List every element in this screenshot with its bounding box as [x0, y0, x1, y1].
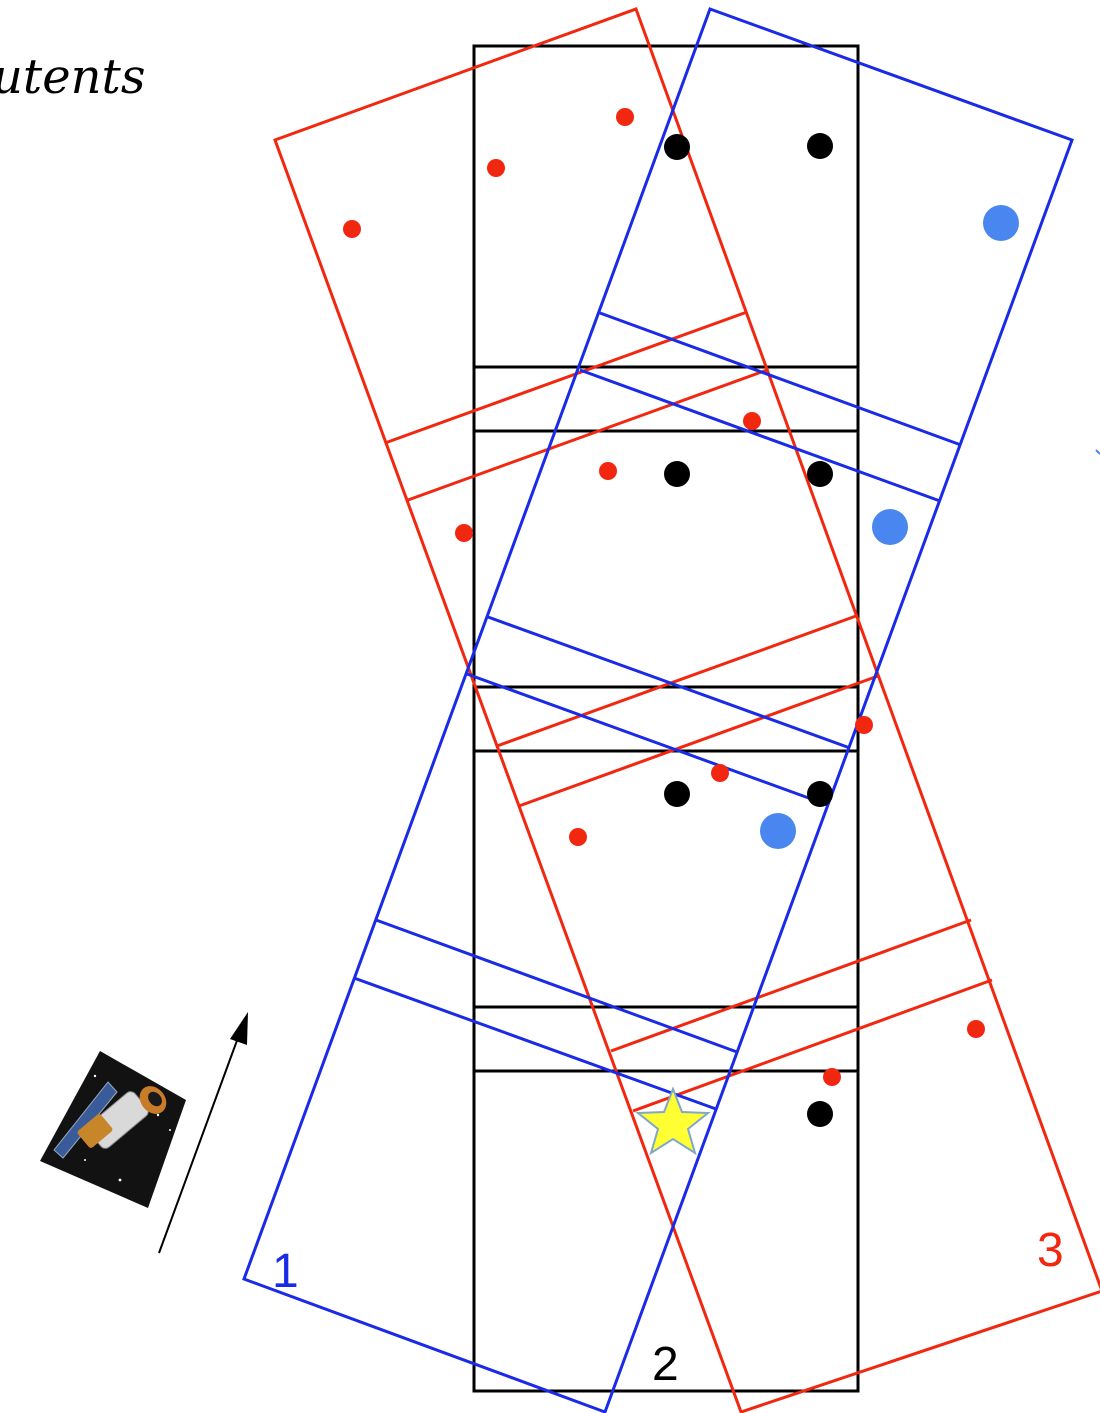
red-star-dot — [823, 1068, 841, 1086]
red-gap-line — [518, 674, 879, 808]
red-star-dot — [967, 1020, 985, 1038]
space-telescope-icon — [40, 1051, 186, 1208]
blue-gap-line — [375, 918, 738, 1054]
field-position-1 — [242, 7, 1074, 1413]
red-star-dot — [569, 828, 587, 846]
black-star-dot — [807, 781, 833, 807]
red-star-dot — [487, 159, 505, 177]
field-position-2 — [472, 44, 860, 1393]
arrow-up-icon — [158, 1012, 248, 1254]
black-star-dot — [807, 461, 833, 487]
red-star-dot — [855, 716, 873, 734]
red-gap-line — [384, 310, 748, 445]
target-star-icon — [635, 1086, 711, 1156]
title-fragment: utents — [0, 49, 145, 105]
black-star-dot — [664, 461, 690, 487]
field-position-3 — [273, 7, 1100, 1413]
red-gap-line — [632, 978, 993, 1113]
black-star-dot — [807, 133, 833, 159]
red-stars — [343, 108, 985, 1086]
red-star-dot — [599, 462, 617, 480]
blue-gap-line — [599, 311, 962, 447]
blue-star-dot — [760, 813, 796, 849]
red-strip-outline — [273, 7, 1100, 1413]
blue-stars — [760, 205, 1019, 849]
black-star-dot — [664, 781, 690, 807]
black-stars — [664, 133, 833, 1127]
red-star-dot — [343, 220, 361, 238]
position-label-3: 3 — [1037, 1224, 1064, 1277]
red-gap-line — [496, 614, 857, 748]
blue-gap-line — [466, 672, 829, 807]
ccd-column-outline — [472, 44, 860, 1393]
blue-gap-line — [353, 976, 717, 1111]
blue-gap-line — [579, 368, 941, 503]
blue-star-dot — [872, 509, 908, 545]
red-gap-line — [610, 918, 972, 1053]
blue-gap-line — [487, 615, 851, 750]
edge-tick-mark — [1095, 449, 1100, 455]
black-star-dot — [664, 134, 690, 160]
black-star-dot — [807, 1101, 833, 1127]
blue-strip-outline — [242, 7, 1074, 1413]
red-gap-line — [407, 368, 768, 502]
blue-star-dot — [983, 205, 1019, 241]
red-star-dot — [711, 764, 729, 782]
position-label-1: 1 — [272, 1245, 299, 1298]
position-label-2: 2 — [652, 1338, 679, 1391]
red-star-dot — [743, 412, 761, 430]
red-star-dot — [455, 524, 473, 542]
red-star-dot — [616, 108, 634, 126]
